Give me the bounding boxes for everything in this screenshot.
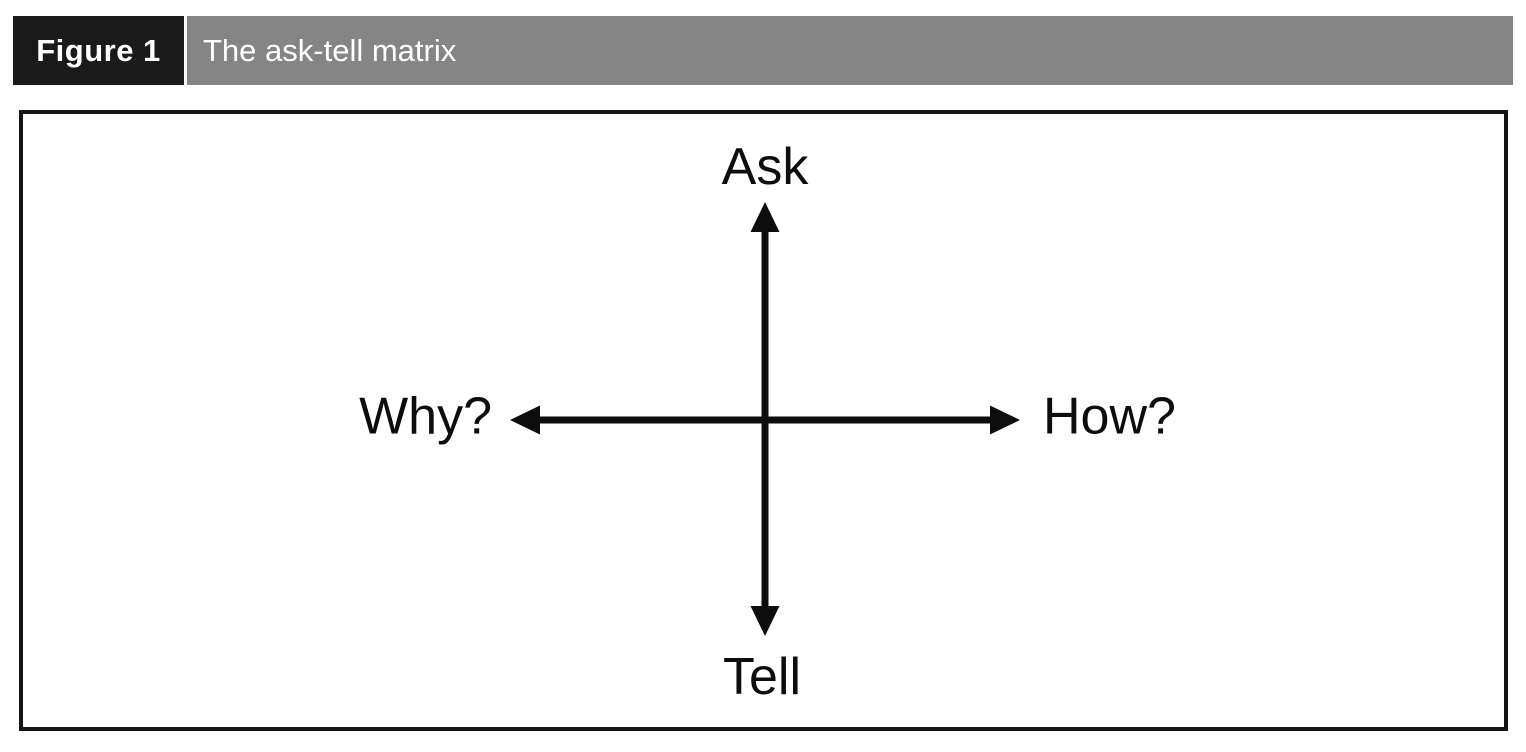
axis-label-how: How? (1043, 387, 1176, 446)
axis-label-tell: Tell (722, 648, 802, 706)
figure-title-bar: The ask-tell matrix (187, 16, 1513, 85)
header-separator (184, 16, 187, 85)
ask-tell-matrix-panel (19, 110, 1508, 731)
figure-title: The ask-tell matrix (203, 32, 457, 68)
figure-number-label: Figure 1 (13, 16, 184, 85)
figure-header: Figure 1 The ask-tell matrix (13, 16, 1513, 85)
axis-label-ask: Ask (721, 138, 809, 196)
axis-label-why: Why? (359, 387, 492, 446)
